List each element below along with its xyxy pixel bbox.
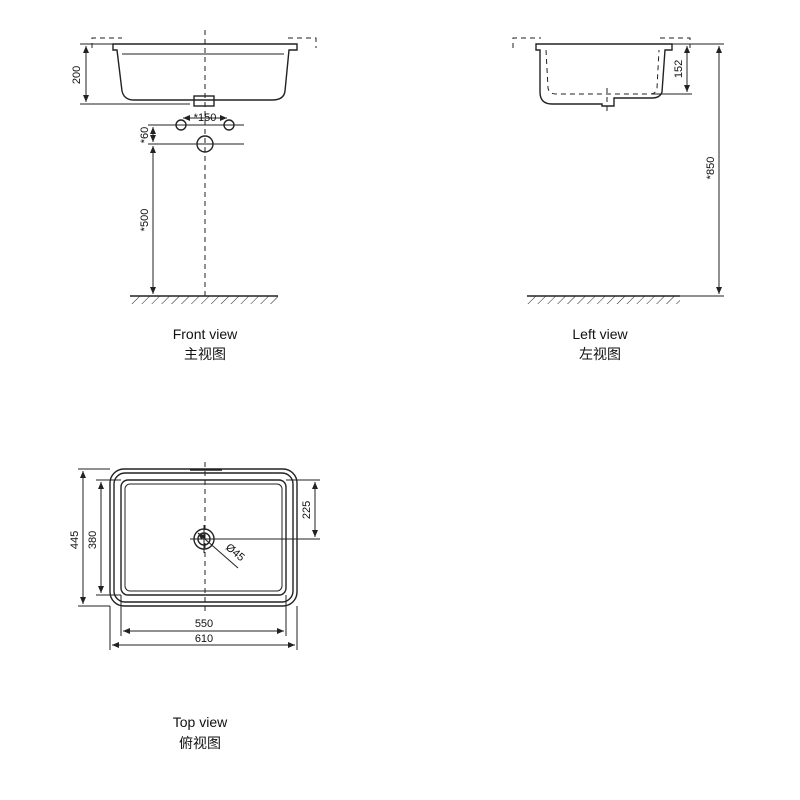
dim-drain-diameter: Ø45 xyxy=(223,541,247,564)
top-outer-rim-inner xyxy=(113,472,294,603)
front-view-caption: Front view xyxy=(173,326,238,342)
dim-outer-depth: 445 xyxy=(69,531,81,549)
counter-left-dashed xyxy=(91,37,122,48)
left-view-caption-zh: 左视图 xyxy=(579,347,621,363)
dim-tap-offset: *60 xyxy=(139,127,151,144)
front-drain xyxy=(193,95,215,107)
left-basin-outline xyxy=(535,43,673,107)
top-bowl-edge xyxy=(120,479,287,596)
left-view-caption: Left view xyxy=(572,326,628,342)
drain-leader xyxy=(197,532,239,569)
dim-front-height: 200 xyxy=(71,66,83,84)
dim-inner-depth: 380 xyxy=(87,531,99,549)
dim-outer-width: 610 xyxy=(195,633,213,645)
front-basin-outline xyxy=(112,43,298,101)
top-outer-rim xyxy=(109,468,298,607)
left-basin-inner xyxy=(545,49,660,95)
top-view-caption-zh: 俯视图 xyxy=(179,736,221,752)
left-floor-hatch xyxy=(527,296,680,304)
top-view-caption: Top view xyxy=(173,714,228,730)
counter-right-dashed xyxy=(288,37,317,48)
dim-tap-spacing: *150 xyxy=(194,112,217,124)
front-floor-hatch xyxy=(130,296,278,304)
top-bowl-floor xyxy=(124,483,283,592)
dim-inner-width: 550 xyxy=(195,618,213,630)
dim-drain-offset: 225 xyxy=(301,501,313,519)
dim-bowl-depth: 152 xyxy=(673,60,685,78)
left-counter-right-dashed xyxy=(660,37,691,48)
front-view-caption-zh: 主视图 xyxy=(184,347,226,363)
top-view: Ø45 445 380 225 550 610 Top view 俯视图 xyxy=(69,462,320,752)
dim-install-height: *850 xyxy=(705,157,717,180)
front-view: 200 *150 *60 *500 Front view 主视图 xyxy=(71,30,317,363)
left-view: 152 *850 Left view 左视图 xyxy=(512,37,724,363)
left-counter-left-dashed xyxy=(512,37,541,48)
dim-drain-height: *500 xyxy=(139,209,151,232)
